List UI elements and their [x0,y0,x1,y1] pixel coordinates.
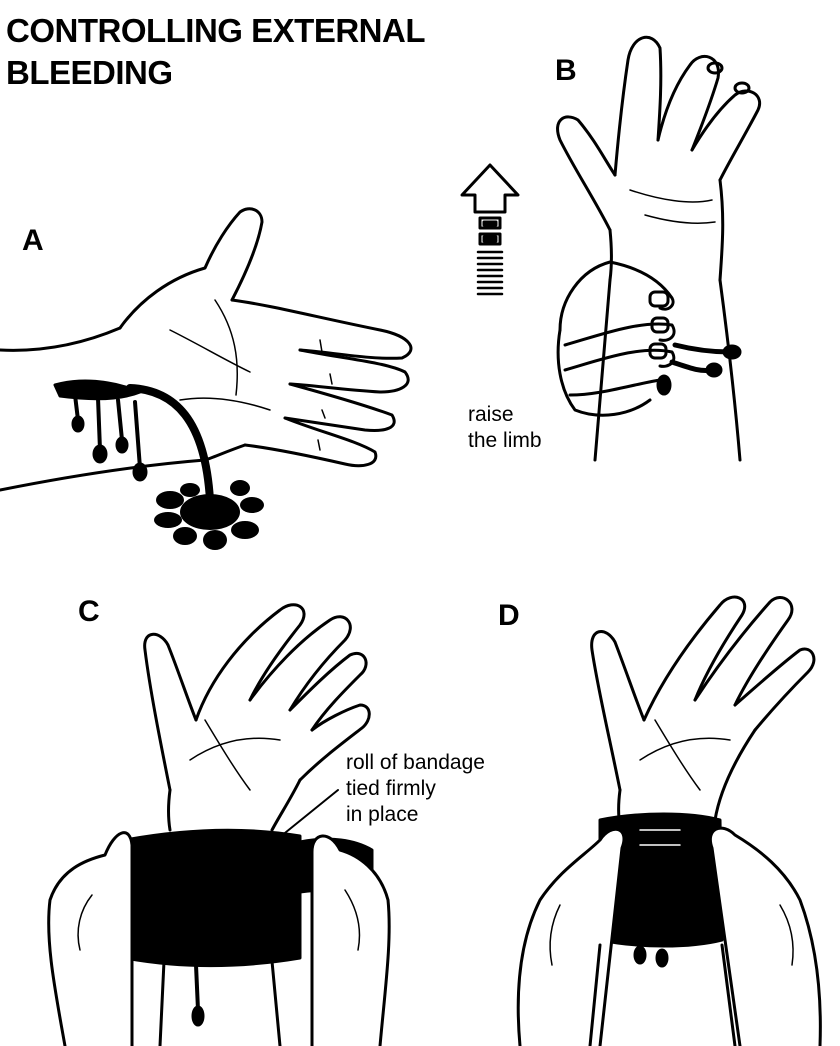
caption-b-line-1: raise [468,403,514,426]
title-line-2: BLEEDING [6,54,173,91]
caption-b-line-2: the limb [468,429,542,452]
panel-label-c: C [78,595,100,628]
page-title: CONTROLLING EXTERNAL BLEEDING [6,10,425,94]
raise-up-arrow-icon [460,163,520,296]
panel-label-b: B [555,54,577,87]
caption-c-line-2: tied firmly [346,777,436,800]
panel-label-a: A [22,224,44,257]
panel-d-hand [516,595,822,1046]
panel-a-hand [0,207,413,504]
title-line-1: CONTROLLING EXTERNAL [6,12,425,49]
caption-roll-of-bandage: roll of bandage tied firmly in place [346,750,485,828]
panel-c-hand [47,603,391,1046]
caption-c-line-3: in place [346,803,419,826]
panel-label-d: D [498,599,520,632]
panel-b-hand [556,35,762,462]
caption-raise-the-limb: raise the limb [468,402,542,454]
blood-splash-icon [154,480,264,550]
caption-c-line-1: roll of bandage [346,751,485,774]
